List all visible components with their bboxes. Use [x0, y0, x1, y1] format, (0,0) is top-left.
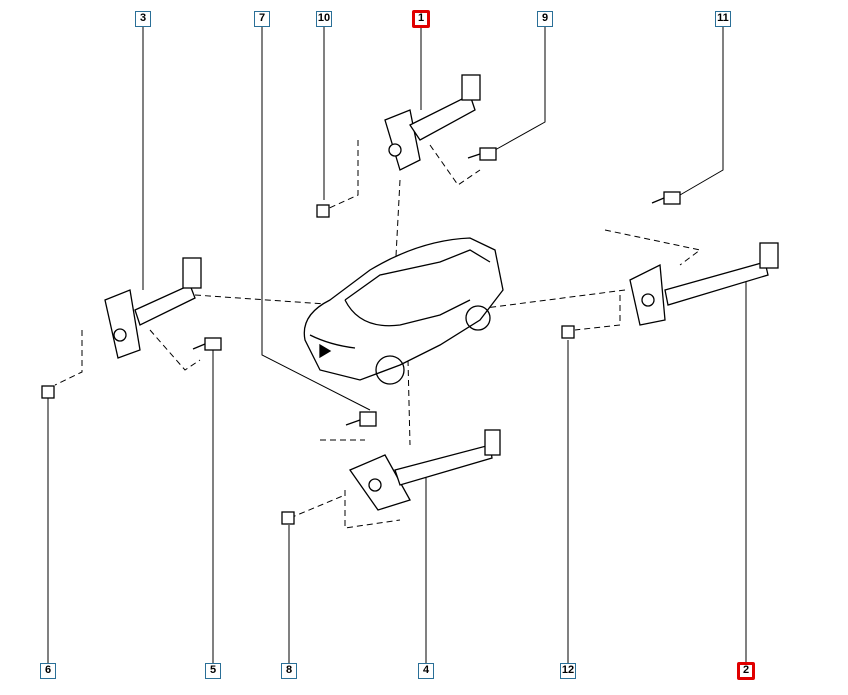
callout-10[interactable]: 10 [316, 11, 332, 27]
callout-4[interactable]: 4 [418, 663, 434, 679]
door-check-2 [629, 242, 779, 326]
callout-9[interactable]: 9 [537, 11, 553, 27]
bolt-11 [651, 191, 681, 205]
bolts [41, 147, 681, 525]
callout-12[interactable]: 12 [560, 663, 576, 679]
door-check-3 [104, 257, 202, 359]
callout-5[interactable]: 5 [205, 663, 221, 679]
bolt-10 [316, 204, 330, 218]
callout-6[interactable]: 6 [40, 663, 56, 679]
callout-7[interactable]: 7 [254, 11, 270, 27]
callout-11[interactable]: 11 [715, 11, 731, 27]
vehicle-illustration [303, 237, 504, 385]
bolt-12 [561, 325, 575, 339]
callout-2[interactable]: 2 [737, 662, 755, 680]
leader-lines [47, 27, 747, 663]
bolt-5 [192, 337, 222, 351]
bolt-8 [281, 511, 295, 525]
callout-1[interactable]: 1 [412, 10, 430, 28]
bolt-7 [345, 411, 377, 427]
bolt-6 [41, 385, 55, 399]
callout-3[interactable]: 3 [135, 11, 151, 27]
dashed-lines [54, 140, 702, 529]
callout-8[interactable]: 8 [281, 663, 297, 679]
door-check-4 [349, 429, 501, 511]
door-check-parts [104, 74, 779, 511]
bolt-9 [467, 147, 497, 161]
door-check-1 [384, 74, 481, 171]
